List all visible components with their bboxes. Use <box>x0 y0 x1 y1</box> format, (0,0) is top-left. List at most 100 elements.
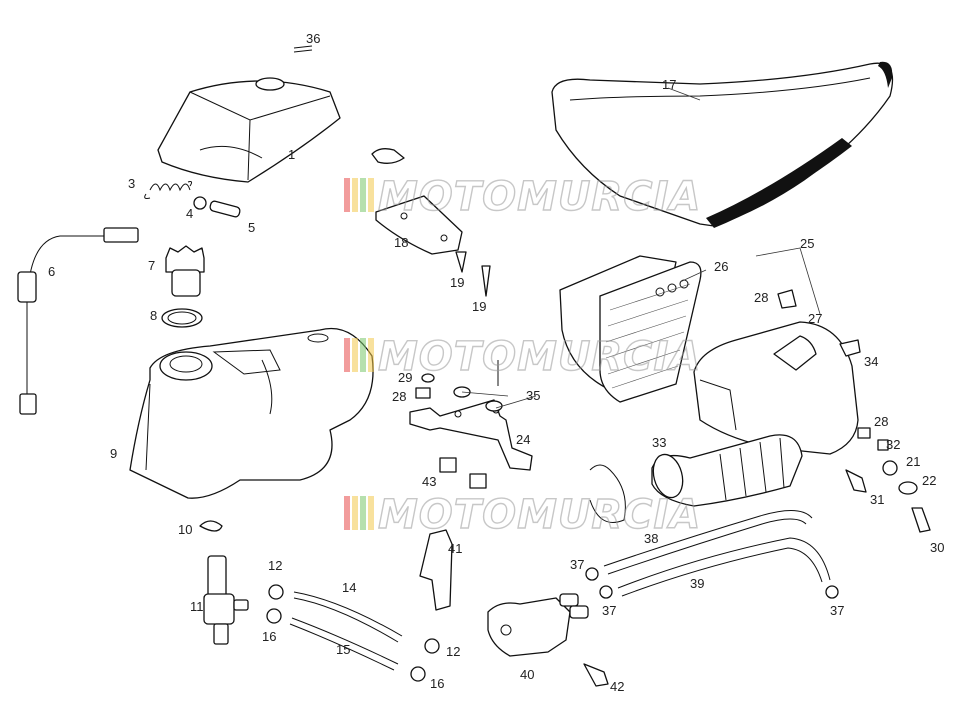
air-filter <box>559 255 702 403</box>
callout-10: 10 <box>178 522 192 537</box>
hose-14 <box>293 591 403 643</box>
washer-4 <box>193 196 207 210</box>
callout-41: 41 <box>448 541 462 556</box>
pin-5 <box>209 200 241 218</box>
callout-17: 17 <box>662 77 676 92</box>
valve-40 <box>487 593 589 657</box>
clamp-12b <box>424 638 440 654</box>
bolt-30 <box>911 507 931 533</box>
callout-19a: 19 <box>450 275 464 290</box>
callout-18: 18 <box>394 235 408 250</box>
fuel-tank <box>129 327 374 499</box>
callout-9: 9 <box>110 446 117 461</box>
callout-19b: 19 <box>472 299 486 314</box>
callout-27: 27 <box>808 311 822 326</box>
callout-37c: 37 <box>830 603 844 618</box>
intake-duct <box>651 434 803 507</box>
hose-39 <box>617 537 831 597</box>
callout-28c: 28 <box>874 414 888 429</box>
callout-39: 39 <box>690 576 704 591</box>
callout-labels: 1 3 4 5 6 7 8 9 10 11 12 12 14 15 16 16 … <box>48 31 944 694</box>
callout-5: 5 <box>248 220 255 235</box>
callout-26: 26 <box>714 259 728 274</box>
callout-40: 40 <box>520 667 534 682</box>
callout-29: 29 <box>398 370 412 385</box>
watermark-text-3: MOTOMURCIA <box>378 492 701 538</box>
nut-28 <box>415 387 431 399</box>
hose-clamp-33 <box>589 464 626 523</box>
callout-43: 43 <box>422 474 436 489</box>
bracket-41 <box>419 529 453 611</box>
bolt-34 <box>839 339 861 357</box>
clamp-16b <box>410 666 426 682</box>
clip-43b <box>469 473 487 489</box>
clamp-12a <box>268 584 284 600</box>
callout-8: 8 <box>150 308 157 323</box>
clamp-16a <box>266 608 282 624</box>
callout-30: 30 <box>930 540 944 555</box>
callout-38: 38 <box>644 531 658 546</box>
grommet-21 <box>882 460 898 476</box>
watermark-bottom: MOTOMURCIA <box>344 491 701 539</box>
tank-cover <box>157 77 341 183</box>
clip-37b <box>599 585 613 599</box>
fuel-petcock <box>203 555 249 645</box>
callout-7: 7 <box>148 258 155 273</box>
hose-15 <box>289 617 399 671</box>
callout-37b: 37 <box>602 603 616 618</box>
callout-33: 33 <box>652 435 666 450</box>
clip-37a <box>585 567 599 581</box>
bracket-24 <box>409 399 533 471</box>
spring <box>144 181 193 199</box>
callout-3: 3 <box>128 176 135 191</box>
screw-42 <box>583 663 609 687</box>
callout-28b: 28 <box>392 389 406 404</box>
fuel-cap <box>165 245 205 297</box>
clip-43a <box>439 457 457 473</box>
callout-37a: 37 <box>570 557 584 572</box>
air-box <box>693 289 859 455</box>
washer-35b <box>485 400 503 412</box>
callout-32: 32 <box>886 437 900 452</box>
callout-28a: 28 <box>754 290 768 305</box>
clip-36 <box>293 45 313 53</box>
callout-16b: 16 <box>430 676 444 691</box>
bracket-18 <box>371 148 463 255</box>
callout-31: 31 <box>870 492 884 507</box>
callout-15: 15 <box>336 642 350 657</box>
seat <box>551 61 894 228</box>
callout-4: 4 <box>186 206 193 221</box>
callout-22: 22 <box>922 473 936 488</box>
callout-34: 34 <box>864 354 878 369</box>
watermark-text-2: MOTOMURCIA <box>378 334 701 380</box>
screw-19a <box>455 251 467 273</box>
callout-1: 1 <box>288 147 295 162</box>
leader-lines <box>461 87 821 409</box>
screw-19b <box>481 265 491 297</box>
callout-24: 24 <box>516 432 530 447</box>
callout-12b: 12 <box>446 644 460 659</box>
screw-31 <box>845 469 867 493</box>
clamp-10 <box>199 520 223 532</box>
hose-38 <box>603 510 813 575</box>
callout-11: 11 <box>190 599 204 614</box>
callout-42: 42 <box>610 679 624 694</box>
callout-14: 14 <box>342 580 356 595</box>
clip-37c <box>825 585 839 599</box>
callout-36: 36 <box>306 31 320 46</box>
callout-6: 6 <box>48 264 55 279</box>
fuel-sensor <box>17 227 139 415</box>
watermark-top: MOTOMURCIA <box>344 173 701 221</box>
callout-25: 25 <box>800 236 814 251</box>
nut-28b <box>857 427 871 439</box>
callout-35: 35 <box>526 388 540 403</box>
ring-22 <box>898 481 918 495</box>
bushing-32 <box>877 439 889 451</box>
washer-29 <box>421 373 435 383</box>
watermark-middle: MOTOMURCIA <box>344 333 701 381</box>
callout-16a: 16 <box>262 629 276 644</box>
callout-12a: 12 <box>268 558 282 573</box>
watermark-text-1: MOTOMURCIA <box>378 174 701 220</box>
callout-21: 21 <box>906 454 920 469</box>
